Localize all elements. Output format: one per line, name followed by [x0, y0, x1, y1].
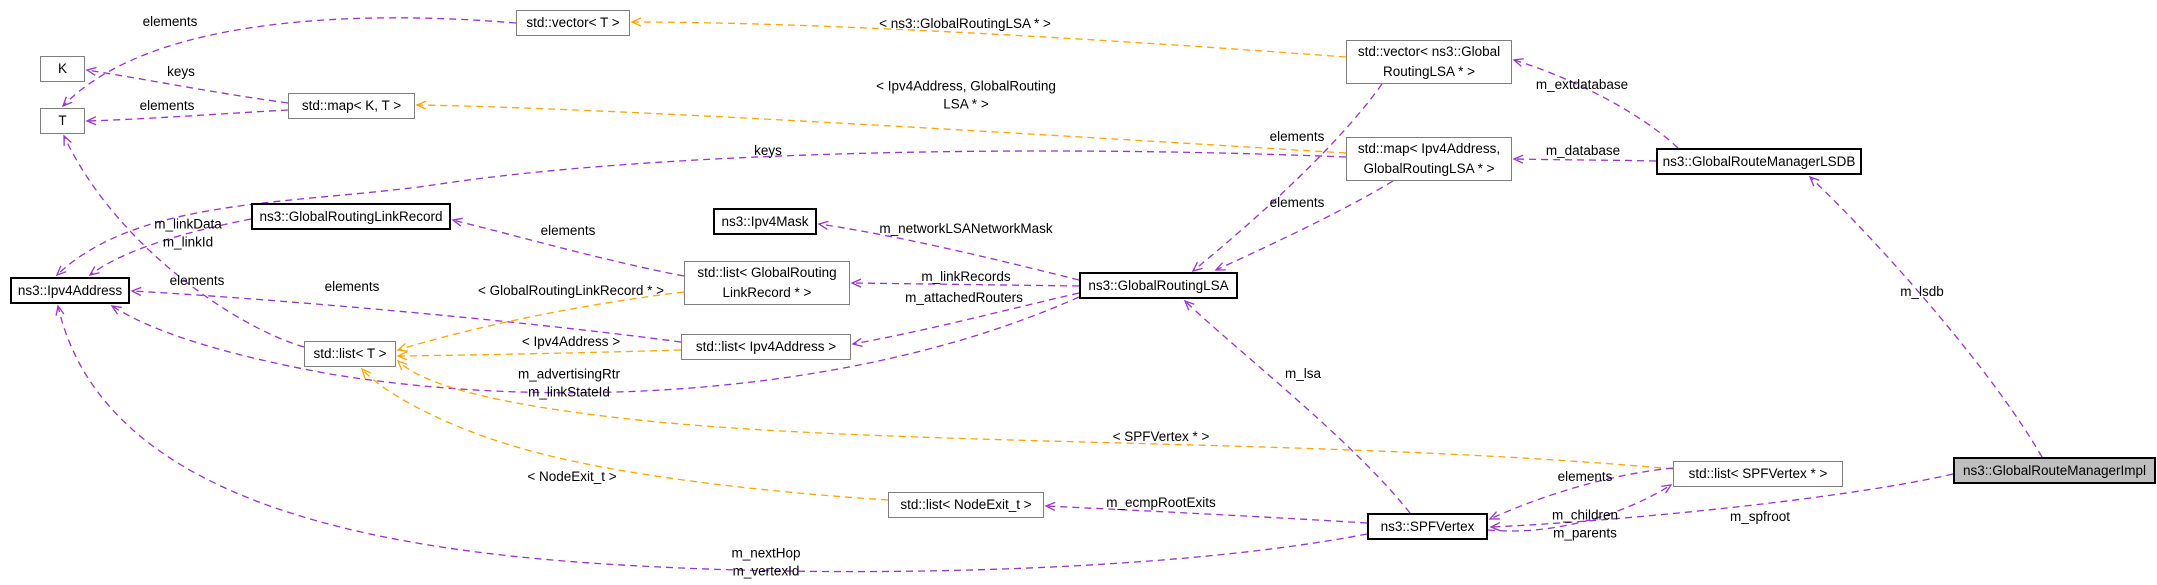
edge-template-list-grlr: [396, 291, 685, 352]
edge-m-networklsanetworkmask: [817, 220, 1080, 281]
node-ns3-spfvertex[interactable]: ns3::SPFVertex: [1367, 513, 1488, 540]
edge-label-keys-map-k: keys: [167, 64, 195, 80]
edge-label-template-map-ipv4: < Ipv4Address, GlobalRouting LSA * >: [876, 78, 1056, 111]
edge-label-m-extdatabase: m_extdatabase: [1535, 77, 1629, 93]
node-ns3-globalroutinglinkrecord[interactable]: ns3::GlobalRoutingLinkRecord: [251, 203, 451, 230]
edge-label-m-advertisingrtr: m_advertisingRtr m_linkStateId: [517, 366, 621, 399]
edge-template-list-spf: [396, 359, 1674, 470]
edge-m-linkrecords: [850, 278, 1080, 288]
edge-m-advertisingrtr: [110, 296, 1080, 394]
edge-label-m-nexthop: m_nextHop m_vertexId: [731, 545, 801, 578]
edge-label-elements-map-t: elements: [139, 98, 195, 114]
node-ns3-globalroutemanagerlsdb[interactable]: ns3::GlobalRouteManagerLSDB: [1656, 148, 1862, 175]
edge-label-elements-list-t: elements: [169, 273, 225, 289]
node-ns3-ipv4mask[interactable]: ns3::Ipv4Mask: [713, 208, 817, 235]
edge-label-m-lsa: m_lsa: [1284, 366, 1322, 382]
node-std-vector-t: std::vector< T >: [516, 10, 630, 36]
edge-label-m-ecmprootexits: m_ecmpRootExits: [1106, 495, 1216, 511]
edge-keys-map-ipv4addr: [55, 150, 1347, 277]
node-ns3-ipv4address[interactable]: ns3::Ipv4Address: [10, 277, 130, 304]
edge-label-m-linkdata: m_linkData m_linkId: [154, 216, 222, 249]
edge-keys-map-k: [85, 66, 289, 104]
node-k: K: [40, 56, 85, 82]
node-std-list-nodeexit: std::list< NodeExit_t >: [888, 492, 1044, 518]
edge-label-m-attachedrouters: m_attachedRouters: [905, 290, 1023, 306]
edge-label-template-list-nodeexit: < NodeExit_t >: [527, 469, 617, 485]
edge-label-template-list-spf: < SPFVertex * >: [1112, 429, 1210, 445]
edge-label-elements-vector-lsa: elements: [1269, 129, 1325, 145]
node-std-map-kt: std::map< K, T >: [288, 93, 415, 119]
edge-m-linkdata: [88, 218, 252, 276]
edge-label-elements-list-ipv4: elements: [324, 279, 380, 295]
edge-label-template-list-grlr: < GlobalRoutingLinkRecord * >: [477, 283, 665, 299]
edge-m-attachedrouters: [851, 292, 1080, 347]
edge-m-ecmprootexits: [1044, 501, 1368, 524]
node-std-list-ipv4address: std::list< Ipv4Address >: [681, 334, 851, 360]
edge-label-m-linkrecords: m_linkRecords: [921, 269, 1011, 285]
edge-label-elements-list-grlr: elements: [540, 223, 596, 239]
edge-elements-map-t: [85, 109, 289, 126]
node-std-vector-globalroutinglsa: std::vector< ns3::Global RoutingLSA * >: [1346, 40, 1512, 84]
edge-m-extdatabase: [1512, 58, 1679, 149]
edge-elements-list-spf: [1488, 467, 1674, 520]
node-ns3-globalroutemanagerimpl: ns3::GlobalRouteManagerImpl: [1953, 457, 2156, 484]
node-ns3-globalroutinglsa[interactable]: ns3::GlobalRoutingLSA: [1079, 272, 1238, 299]
node-std-list-spfvertex: std::list< SPFVertex * >: [1673, 461, 1843, 487]
edge-label-m-lsdb: m_lsdb: [1900, 284, 1944, 300]
edge-label-m-database: m_database: [1545, 143, 1621, 159]
edge-m-nexthop: [55, 304, 1368, 573]
edge-label-template-vector-lsa: < ns3::GlobalRoutingLSA * >: [879, 16, 1051, 32]
edge-label-m-networklsanetworkmask: m_networkLSANetworkMask: [879, 221, 1053, 237]
node-std-map-ipv4address-globalroutinglsa: std::map< Ipv4Address, GlobalRoutingLSA …: [1346, 137, 1512, 181]
node-t: T: [40, 108, 85, 134]
edge-elements-list-t: [63, 134, 305, 348]
edge-template-list-ipv4: [396, 349, 682, 361]
edge-label-elements-list-spf: elements: [1557, 469, 1613, 485]
node-std-list-globalroutinglinkrecord: std::list< GlobalRouting LinkRecord * >: [684, 261, 850, 305]
edge-m-spfroot: [1489, 473, 1954, 532]
edge-template-vector-lsa: [630, 17, 1347, 58]
edge-m-lsdb: [1808, 175, 2043, 458]
edge-label-template-list-ipv4: < Ipv4Address >: [521, 334, 621, 350]
edge-label-m-children: m_children m_parents: [1551, 507, 1619, 540]
edge-elements-vector-t: [61, 17, 517, 108]
edge-elements-vector-lsa: [1191, 83, 1383, 273]
edge-label-keys-map-ipv4: keys: [754, 143, 782, 159]
edge-label-elements-map-lsa: elements: [1269, 195, 1325, 211]
edge-m-lsa: [1183, 299, 1411, 514]
edge-template-list-nodeexit: [360, 367, 889, 501]
edge-m-database: [1512, 154, 1657, 164]
node-std-list-t: std::list< T >: [304, 341, 396, 367]
edge-label-elements-vector-t: elements: [142, 14, 198, 30]
edge-elements-list-grlr: [451, 217, 685, 277]
edge-label-m-spfroot: m_spfroot: [1729, 509, 1791, 525]
edge-template-map-ipv4: [415, 100, 1347, 154]
edge-m-children-parents: [1487, 484, 1673, 532]
